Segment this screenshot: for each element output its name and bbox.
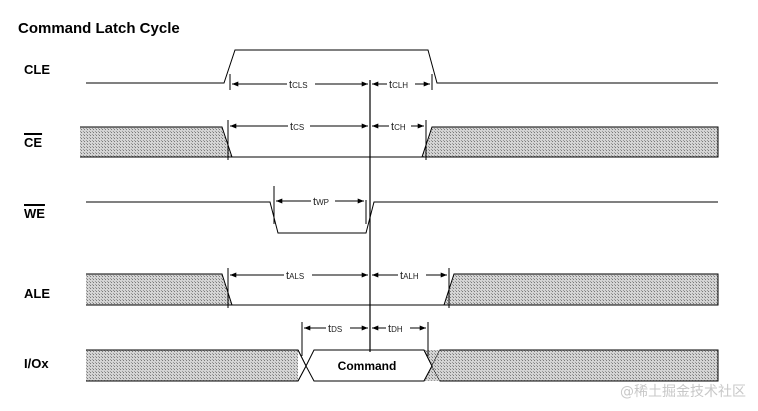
diagram-title: Command Latch Cycle: [18, 20, 180, 37]
waveform-io: Command: [86, 349, 719, 382]
signal-label-we: WE: [24, 206, 45, 221]
label-tdh: tDH: [388, 323, 403, 335]
io-command-label: Command: [338, 359, 397, 373]
waveform-ale: [86, 273, 719, 306]
signal-label-ale: ALE: [24, 286, 50, 301]
waveform-we: [86, 201, 718, 234]
signal-label-cle: CLE: [24, 62, 50, 77]
signal-label-ce: CE: [24, 135, 43, 150]
waveform-cle: [86, 49, 718, 84]
signal-label-io: I/Ox: [24, 356, 49, 371]
timing-labels: tCLS tCLH tCS tCH tWP tALS tALH tDS tDH: [284, 77, 426, 335]
label-tcs: tCS: [290, 121, 304, 133]
label-talh: tALH: [400, 270, 419, 282]
label-tcls: tCLS: [289, 79, 308, 91]
label-tds: tDS: [328, 323, 342, 335]
label-tclh: tCLH: [389, 79, 408, 91]
label-twp: tWP: [313, 196, 329, 208]
waveform-ce: [80, 126, 719, 158]
watermark: @稀土掘金技术社区: [620, 384, 746, 400]
label-tals: tALS: [286, 270, 304, 282]
label-tch: tCH: [391, 121, 406, 133]
timing-arrows: [230, 81, 447, 331]
edge-ticks: [227, 74, 450, 356]
